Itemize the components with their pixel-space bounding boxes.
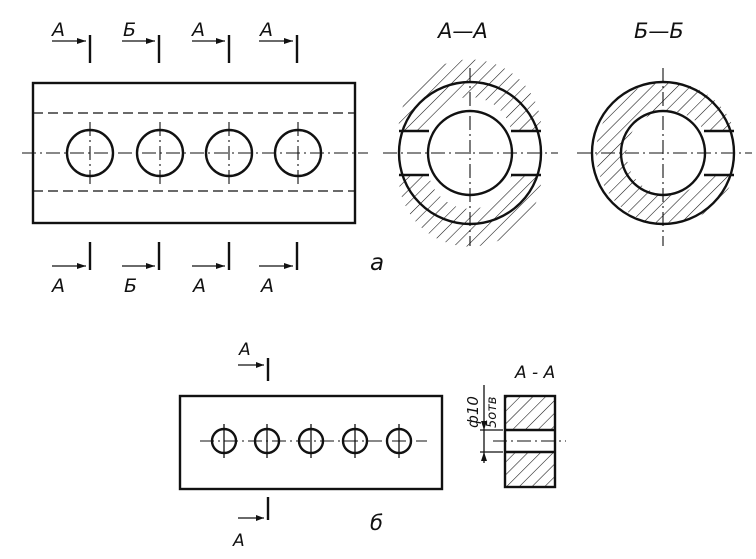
section-view-aa: А—А bbox=[383, 19, 558, 247]
plate-outline-b bbox=[178, 394, 444, 491]
section-markers-top: А Б А А bbox=[50, 19, 299, 63]
caption-a: а bbox=[370, 250, 384, 276]
section-view-b: А - А ф10 5отв bbox=[464, 363, 566, 489]
view-title-aa: А—А bbox=[436, 19, 488, 43]
holes-a bbox=[65, 122, 323, 184]
caption-b: б bbox=[370, 511, 383, 535]
section-label: А bbox=[238, 340, 251, 360]
figure-a: А Б А А А Б А А bbox=[22, 19, 752, 297]
section-label: А bbox=[191, 275, 206, 297]
section-label: Б bbox=[124, 275, 137, 297]
section-markers-b: А А bbox=[232, 340, 270, 551]
dim-diameter: ф10 bbox=[464, 396, 482, 428]
section-markers-bottom: А Б А А bbox=[50, 242, 299, 297]
section-label: А bbox=[259, 275, 274, 297]
section-label: А bbox=[50, 19, 65, 41]
section-label: Б bbox=[123, 19, 136, 41]
section-label: А bbox=[232, 531, 245, 551]
section-label: А bbox=[50, 275, 65, 297]
figure-b: А А А - А ф10 5отв б bbox=[178, 340, 566, 551]
dim-holes: 5отв bbox=[485, 397, 500, 428]
holes-b bbox=[210, 424, 413, 458]
section-view-bb: Б—Б bbox=[577, 19, 752, 246]
section-label: А bbox=[190, 19, 205, 41]
view-title-bb: Б—Б bbox=[634, 19, 684, 43]
view-title-b: А - А bbox=[514, 363, 555, 383]
section-label: А bbox=[258, 19, 273, 41]
